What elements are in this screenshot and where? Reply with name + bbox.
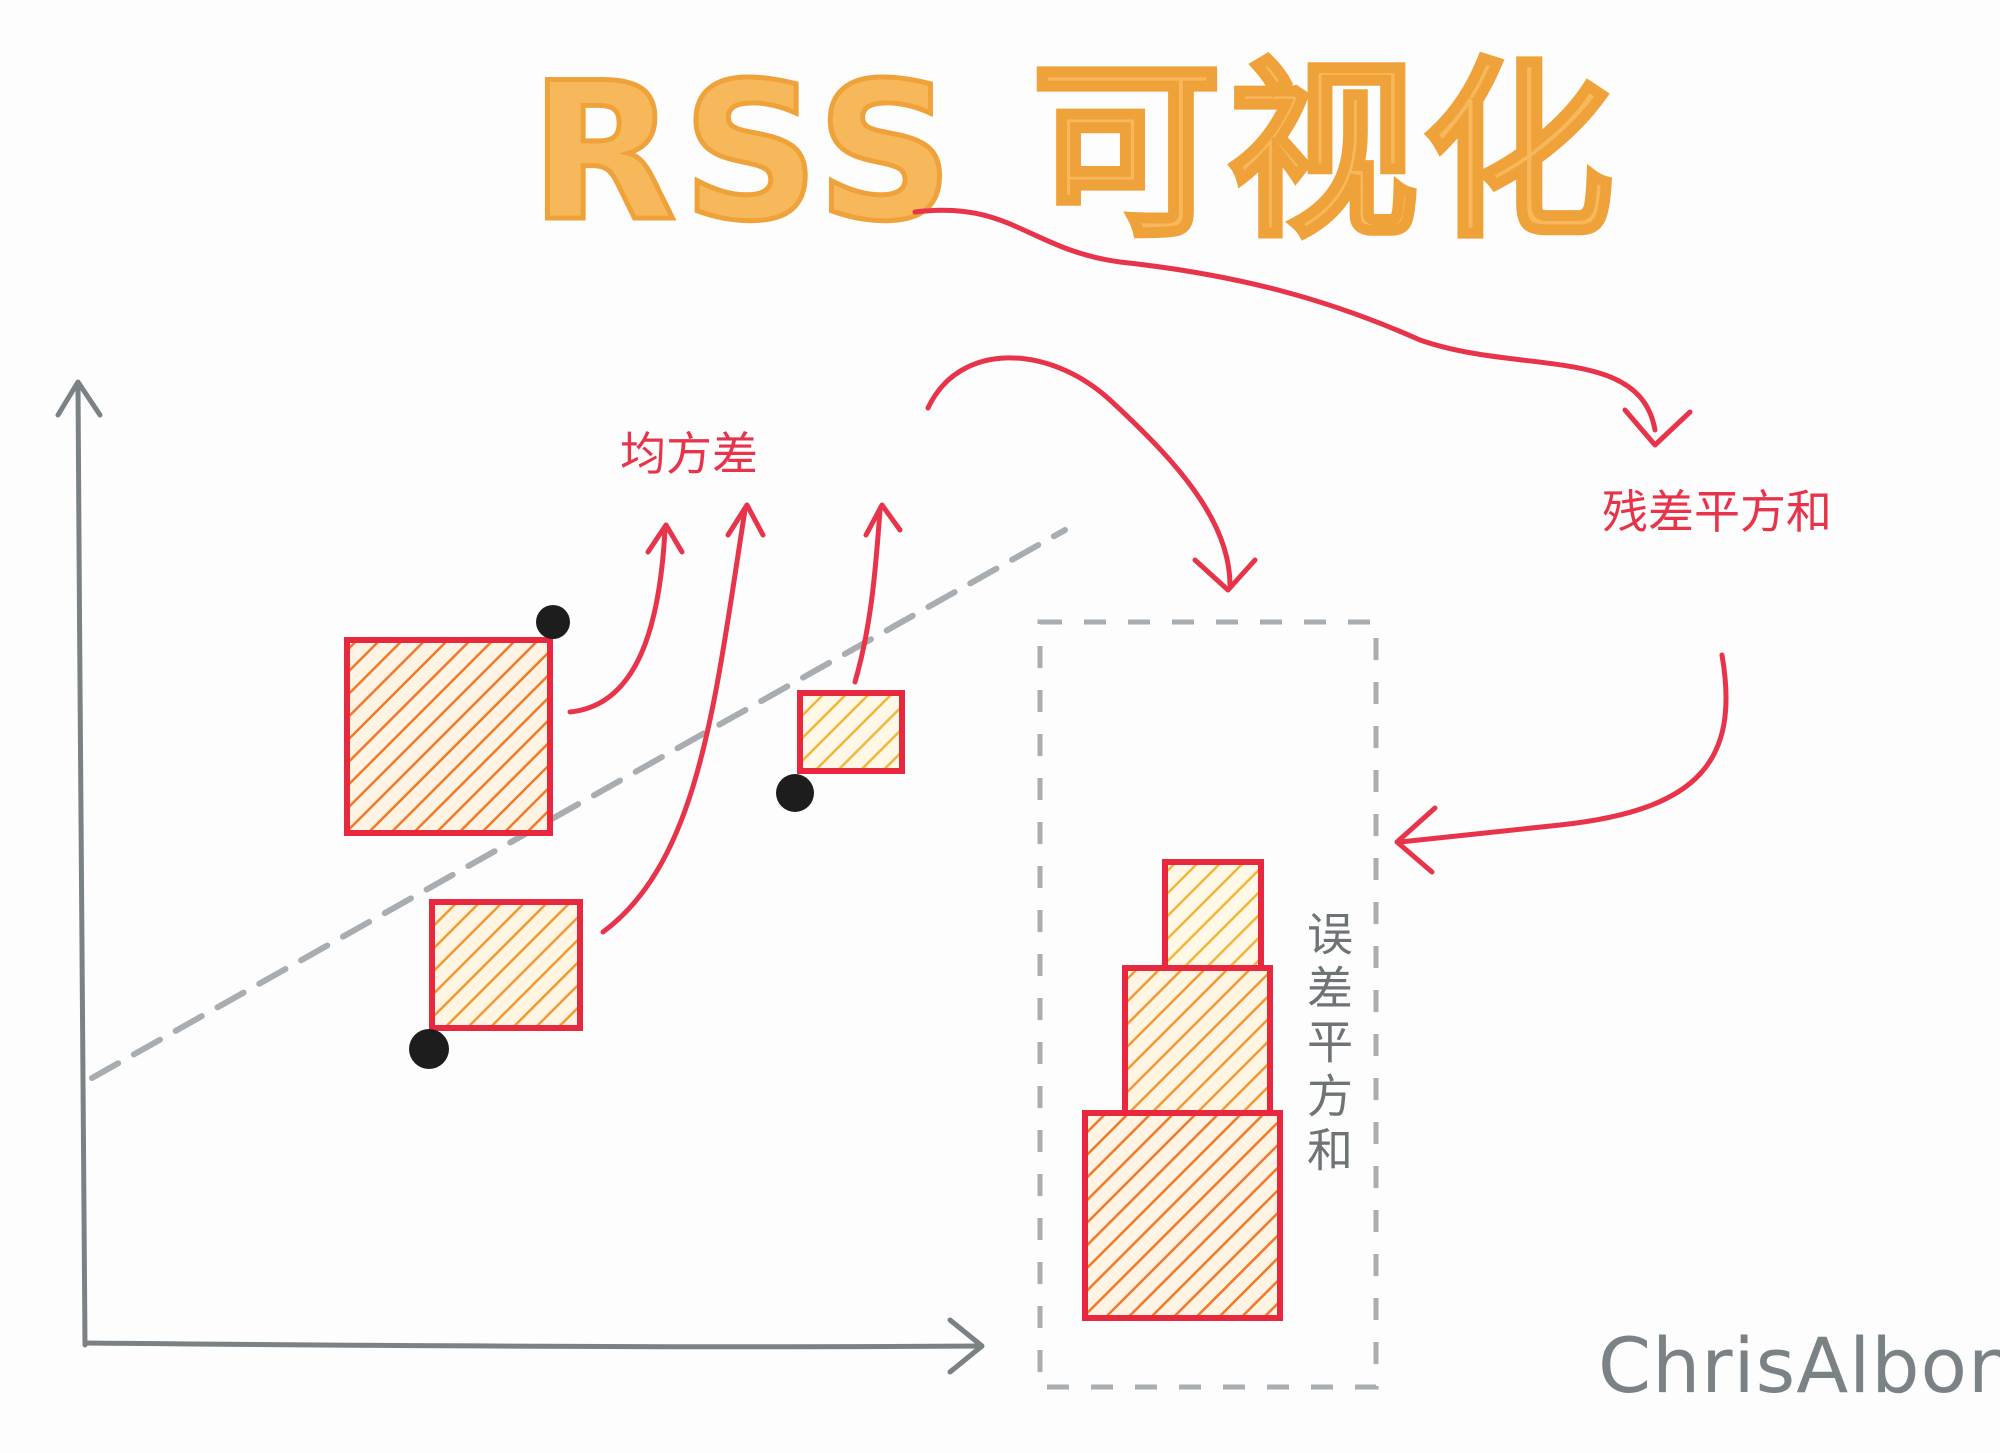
residual-square-1 — [344, 637, 553, 836]
mse-arrows — [567, 502, 903, 935]
stacked-square-medium — [1122, 965, 1273, 1116]
title-to-rss-arrow — [912, 207, 1658, 433]
stacked-squares — [1082, 859, 1283, 1321]
rss-to-box-arrowhead — [1394, 805, 1438, 875]
axes — [55, 379, 985, 1375]
data-points — [409, 605, 814, 1069]
data-point-3 — [776, 774, 814, 812]
y-axis-arrowhead — [55, 379, 103, 418]
sse-label: 误差平方和 — [1300, 910, 1354, 1180]
residual-squares — [344, 637, 905, 1031]
mse-label: 均方差 — [620, 427, 758, 481]
rss-to-box-arrow — [1397, 652, 1729, 845]
title: RSS 可视化 — [530, 42, 1620, 263]
rss-label: 残差平方和 — [1602, 485, 1832, 539]
sse-group-box — [1037, 619, 1379, 1390]
regression-line — [89, 527, 1068, 1081]
y-axis — [75, 382, 88, 1348]
mse-arrowhead-2 — [725, 502, 766, 538]
x-axis-arrowhead — [947, 1317, 985, 1375]
x-axis — [82, 1340, 983, 1350]
stacked-square-large — [1082, 1110, 1283, 1321]
mse-arrow-2 — [600, 507, 748, 935]
mse-arrowhead-1 — [645, 522, 685, 555]
residual-square-2 — [429, 899, 583, 1031]
mse-to-box-arrow — [925, 355, 1233, 588]
data-point-2 — [409, 1029, 449, 1069]
mse-arrowhead-3 — [863, 502, 903, 538]
signature: ChrisAlbon — [1598, 1321, 2000, 1410]
stacked-square-small — [1162, 859, 1264, 971]
residual-square-3 — [797, 690, 905, 774]
title-to-rss-arrowhead — [1622, 407, 1693, 448]
mse-arrow-1 — [567, 527, 668, 715]
mse-to-box-arrowhead — [1192, 557, 1258, 593]
mse-arrow-3 — [852, 507, 883, 685]
data-point-1 — [536, 605, 570, 639]
